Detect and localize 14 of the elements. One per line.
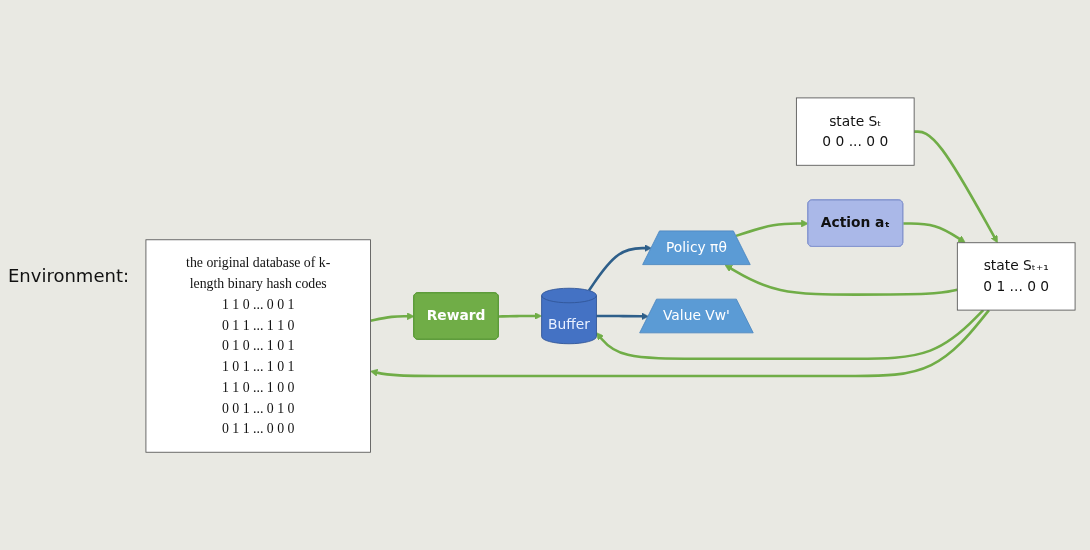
arrow (735, 219, 809, 238)
arrow (596, 309, 985, 360)
arrow (914, 130, 998, 243)
environment-label: Environment: (8, 264, 129, 286)
node-box: the original database of k-length binary hash codes 1 1 0 ... 0 0 1 0 1 1 ... 1 1 0 0 1 0 ... 1 0 1 1 0 1 ... 1 0 1 1 1 0 ... 1 0 0 0 0 1 ... 0 1 0 0 1 1 ... 0 0 0 (145, 239, 371, 453)
arrow (370, 312, 415, 323)
node-box: state Sₜ 0 0 ... 0 0 (795, 97, 915, 166)
node-box: state Sₜ₊₁ 0 1 ... 0 0 (956, 242, 1076, 311)
arrow (587, 244, 652, 292)
arrow (498, 312, 542, 320)
arrow (370, 309, 990, 378)
arrow (724, 264, 958, 296)
arrow (903, 222, 966, 243)
arrow (596, 312, 649, 321)
